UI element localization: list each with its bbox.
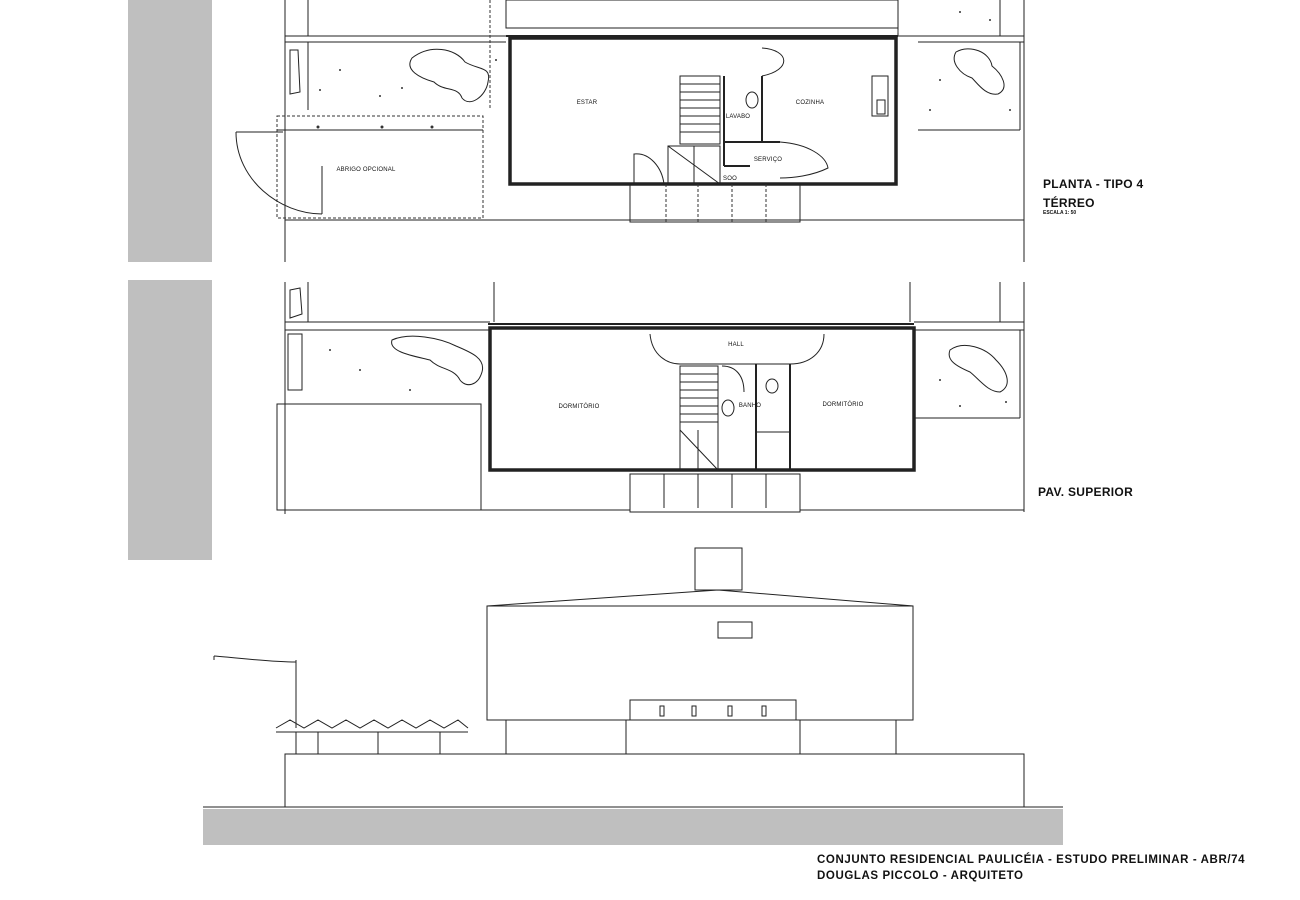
plan-title: PLANTA - TIPO 4 — [1043, 177, 1144, 191]
footer-project-line: CONJUNTO RESIDENCIAL PAULICÉIA - ESTUDO … — [817, 853, 1245, 866]
room-bedroom-left-label: DORMITÓRIO — [559, 403, 600, 410]
stair-label: SOO — [723, 176, 737, 182]
room-hall-label: HALL — [728, 342, 744, 348]
ground-floor-plan: ESTAR COZINHA LAVABO SERVIÇO ABRIGO OPCI… — [235, 0, 1144, 262]
room-bedroom-right-label: DORMITÓRIO — [823, 401, 864, 408]
upper-floor-name: PAV. SUPERIOR — [1038, 485, 1133, 499]
upper-floor-plan: HALL DORMITÓRIO BANHO DORMITÓRIO PAV. SU… — [276, 282, 1133, 514]
ground-floor-name: TÉRREO — [1043, 195, 1095, 210]
scale-label: ESCALA 1: 50 — [1043, 210, 1076, 216]
room-lavatory-label: LAVABO — [726, 114, 750, 120]
room-service-label: SERVIÇO — [754, 157, 782, 163]
room-kitchen-label: COZINHA — [796, 100, 824, 106]
side-band-bottom — [128, 280, 212, 560]
room-shelter-label: ABRIGO OPCIONAL — [336, 167, 395, 173]
ground-band — [203, 809, 1063, 845]
side-band-top — [128, 0, 212, 262]
footer-architect-line: DOUGLAS PICCOLO - ARQUITETO — [817, 870, 1024, 882]
room-bathroom-label: BANHO — [739, 403, 761, 409]
front-elevation — [203, 547, 1063, 808]
room-living-label: ESTAR — [577, 100, 598, 106]
